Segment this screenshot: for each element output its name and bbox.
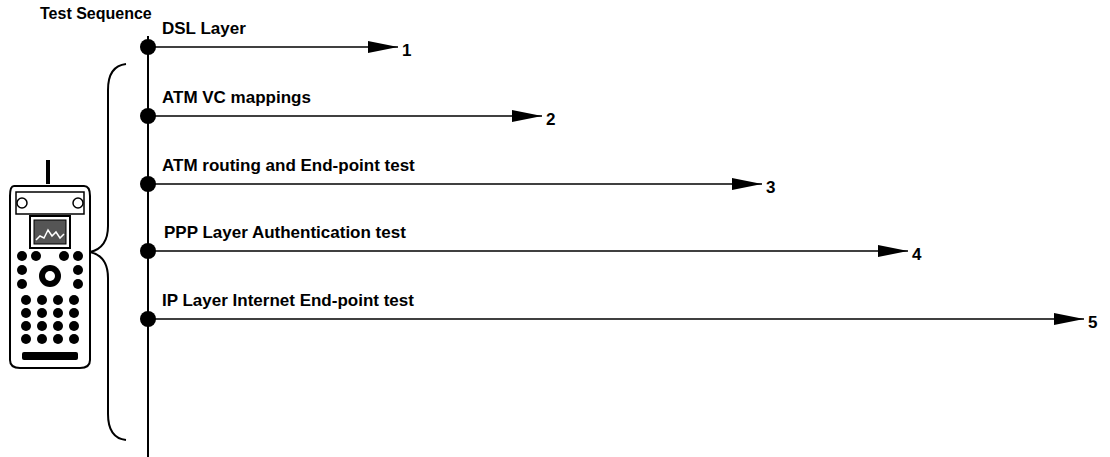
step-label: DSL Layer [162,19,246,39]
callout-number: 1 [402,41,411,61]
sequence-arrow [148,183,762,185]
callout-number: 3 [766,178,775,198]
step-dot [140,311,156,327]
step-label: PPP Layer Authentication test [164,223,406,243]
tester-device [10,160,90,368]
step-label: ATM VC mappings [162,88,311,108]
curly-bracket [90,64,126,440]
sequence-arrow [148,115,542,117]
step-label: ATM routing and End-point test [162,156,415,176]
step-dot [140,108,156,124]
step-dot [140,243,156,259]
callout-number: 4 [912,245,921,265]
callout-number: 2 [546,110,555,130]
callout-number: 5 [1088,313,1097,333]
step-label: IP Layer Internet End-point test [162,291,414,311]
sequence-arrow [148,46,398,48]
sequence-arrow [148,250,908,252]
arrows [140,39,1084,327]
step-dot [140,39,156,55]
step-dot [140,176,156,192]
diagram-title: Test Sequence [40,4,152,24]
sequence-arrow [148,318,1084,320]
